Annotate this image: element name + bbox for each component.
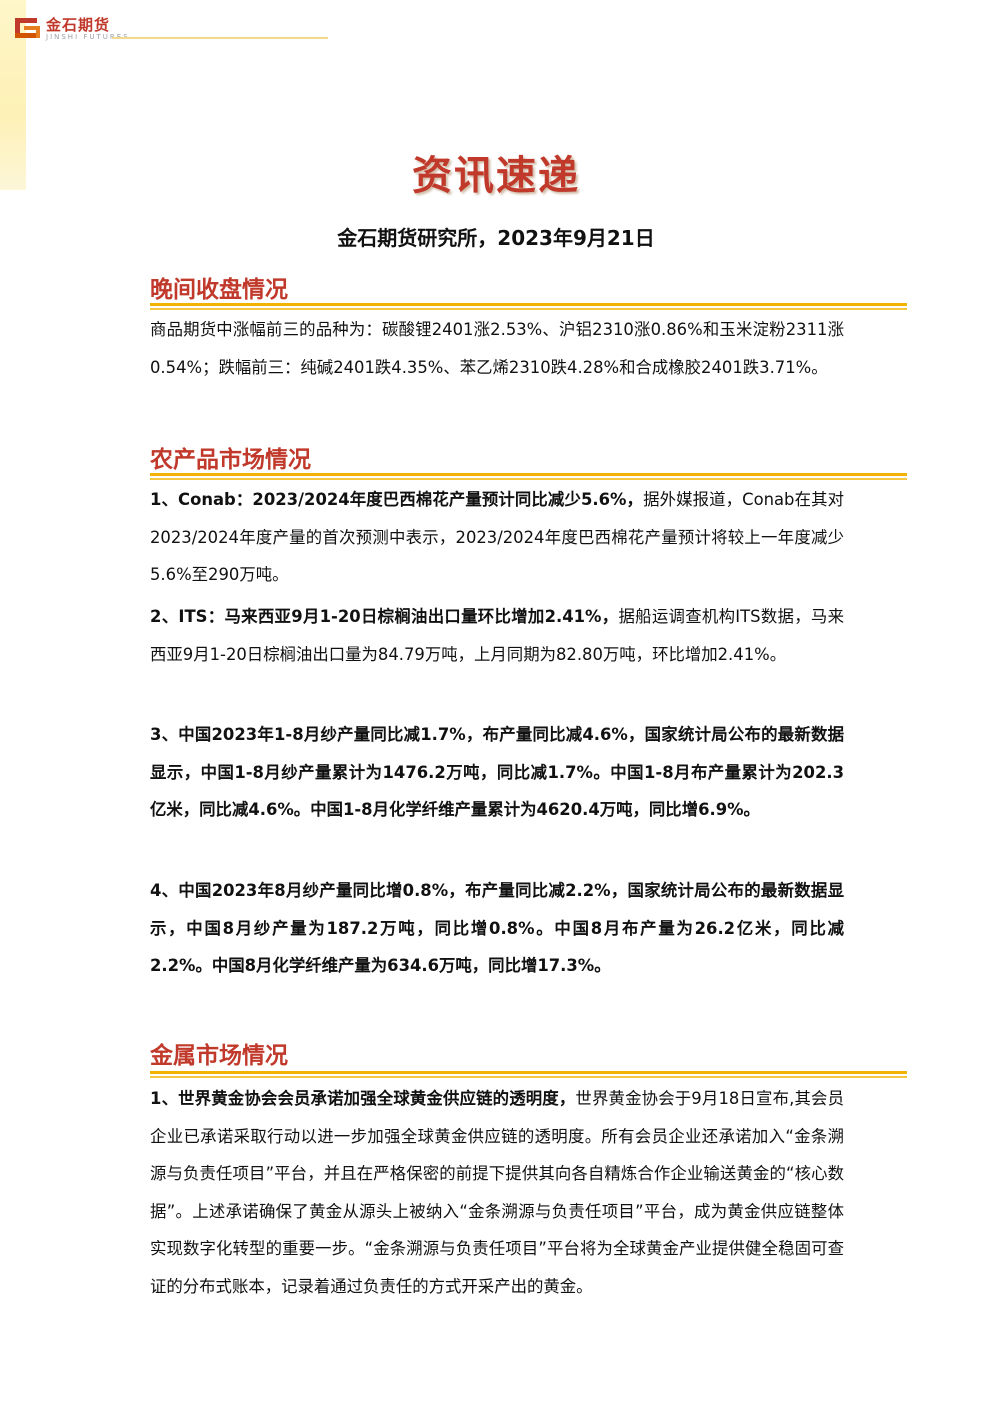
paragraph-agri-3: 3、中国2023年1-8月纱产量同比减1.7%，布产量同比减4.6%，国家统计局…	[150, 716, 844, 829]
page-subtitle: 金石期货研究所，2023年9月21日	[337, 226, 655, 250]
paragraph-text: 据外媒报道，Conab在其对2023/2024年度产量的首次预测中表示，2023…	[150, 490, 844, 585]
section-rule	[150, 1071, 907, 1079]
paragraph-lead: 1、世界黄金协会会员承诺加强全球黄金供应链的透明度，	[150, 1089, 576, 1108]
paragraph-text: 世界黄金协会于9月18日宣布,其会员企业已承诺采取行动以进一步加强全球黄金供应链…	[150, 1089, 844, 1296]
paragraph-lead: 2、ITS：马来西亚9月1-20日棕榈油出口量环比增加2.41%，	[150, 607, 619, 626]
paragraph-lead: 3、中国2023年1-8月纱产量同比减1.7%，布产量同比减4.6%，国家统计局…	[150, 725, 844, 820]
section-rule	[150, 473, 907, 481]
paragraph-metals-1: 1、世界黄金协会会员承诺加强全球黄金供应链的透明度，世界黄金协会于9月18日宣布…	[150, 1080, 844, 1306]
paragraph-agri-2: 2、ITS：马来西亚9月1-20日棕榈油出口量环比增加2.41%，据船运调查机构…	[150, 598, 844, 673]
paragraph-evening-close: 商品期货中涨幅前三的品种为：碳酸锂2401涨2.53%、沪铝2310涨0.86%…	[150, 311, 844, 386]
company-logo: 金石期货 JINSHI FUTURES	[14, 16, 130, 42]
logo-cn-text: 金石期货	[46, 15, 111, 34]
logo-mark-icon	[14, 16, 42, 42]
section-heading-metals: 金属市场情况	[150, 1043, 288, 1069]
section-heading-agri: 农产品市场情况	[150, 447, 311, 473]
section-heading-evening-close: 晚间收盘情况	[150, 277, 288, 303]
header-divider	[112, 37, 328, 39]
paragraph-lead: 4、中国2023年8月纱产量同比增0.8%，布产量同比减2.2%，国家统计局公布…	[150, 881, 844, 976]
paragraph-agri-4: 4、中国2023年8月纱产量同比增0.8%，布产量同比减2.2%，国家统计局公布…	[150, 872, 844, 985]
paragraph-agri-1: 1、Conab：2023/2024年度巴西棉花产量预计同比减少5.6%，据外媒报…	[150, 481, 844, 594]
paragraph-lead: 1、Conab：2023/2024年度巴西棉花产量预计同比减少5.6%，	[150, 490, 644, 509]
section-rule	[150, 303, 907, 311]
logo-en-text: JINSHI FUTURES	[46, 32, 130, 41]
page-title: 资讯速递	[412, 153, 580, 199]
paragraph-text: 商品期货中涨幅前三的品种为：碳酸锂2401涨2.53%、沪铝2310涨0.86%…	[150, 320, 844, 377]
side-decor-strip	[0, 0, 26, 190]
paragraph-text: 据船运调查机构ITS数据，马来西亚9月1-20日棕榈油出口量为84.79万吨，上…	[150, 607, 844, 664]
